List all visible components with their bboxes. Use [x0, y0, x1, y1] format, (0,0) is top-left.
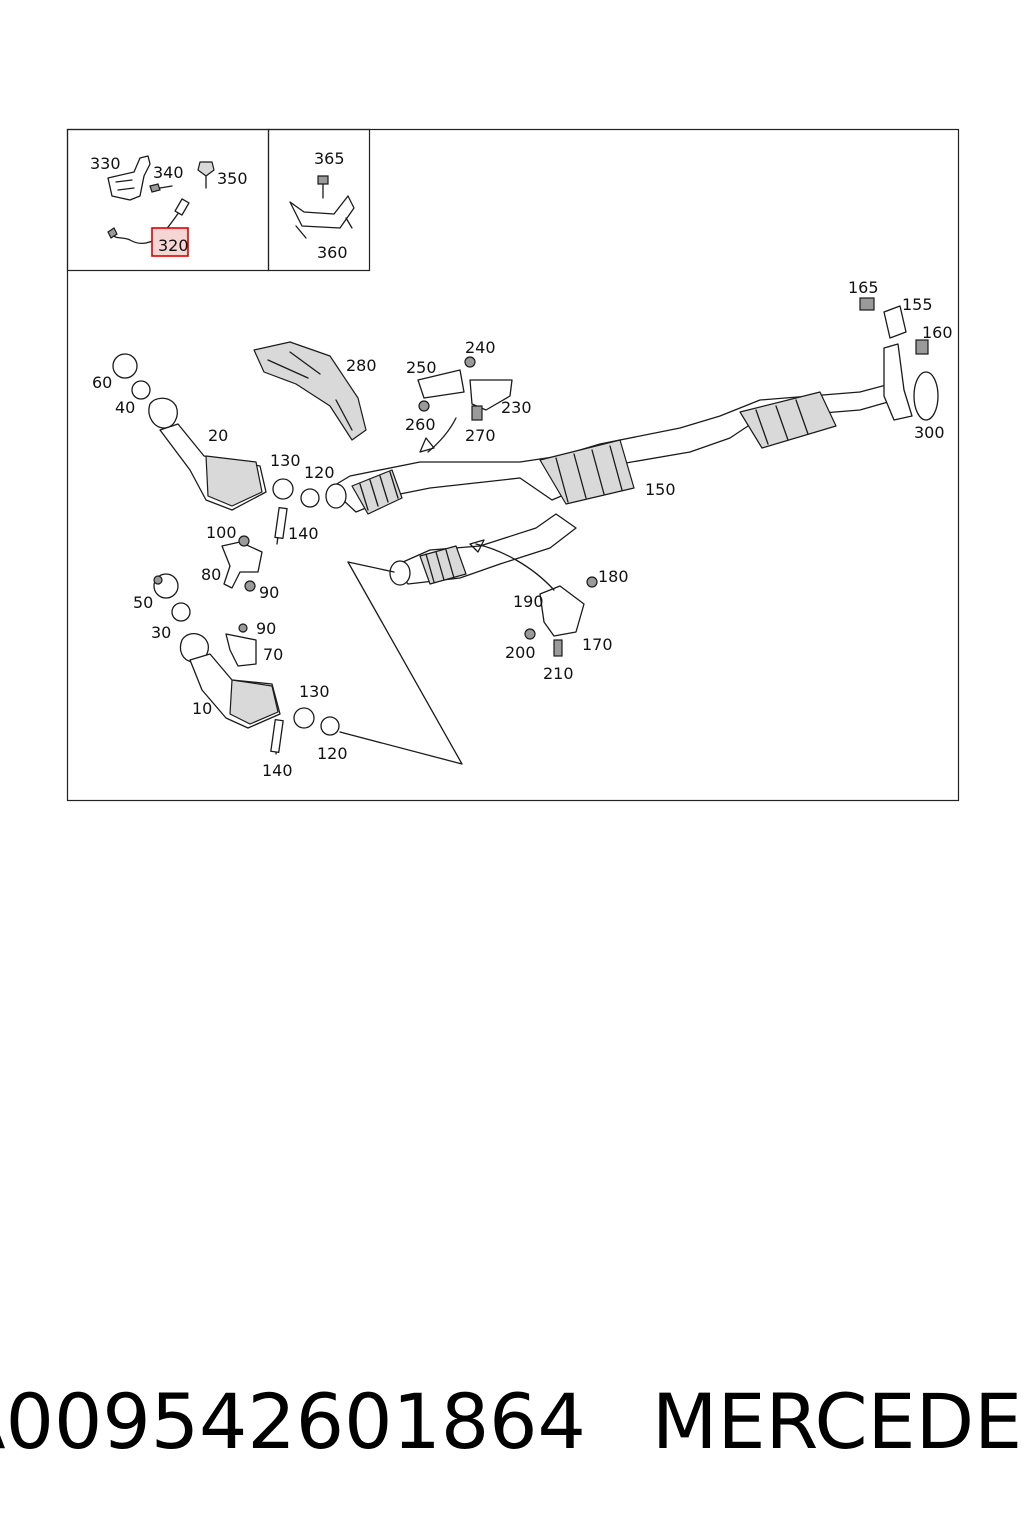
label-360: 360	[317, 243, 348, 262]
callout-80: 80	[201, 565, 221, 584]
label-330: 330	[90, 154, 121, 173]
callout-60: 60	[92, 373, 112, 392]
inset-right-parts	[289, 175, 355, 239]
callout-130-upper: 130	[270, 451, 301, 470]
brand-name: MERCEDES	[651, 1377, 1024, 1466]
labels: 330 340 350 320 365 360 165 155 160 300 …	[90, 149, 953, 780]
callout-280: 280	[346, 356, 377, 375]
callout-260: 260	[405, 415, 436, 434]
callout-210: 210	[543, 664, 574, 683]
callout-165: 165	[848, 278, 879, 297]
inset-right-frame	[267, 128, 371, 272]
arrows-and-leaders	[339, 417, 555, 765]
callout-150: 150	[645, 480, 676, 499]
callout-120-upper: 120	[304, 463, 335, 482]
callout-20: 20	[208, 426, 228, 445]
callout-230: 230	[501, 398, 532, 417]
callout-70: 70	[263, 645, 283, 664]
part-number: A009542601864	[0, 1377, 586, 1466]
label-365: 365	[314, 149, 345, 168]
exhaust-assembly	[112, 297, 939, 755]
callout-120-lower: 120	[317, 744, 348, 763]
callout-190: 190	[513, 592, 544, 611]
callout-170: 170	[582, 635, 613, 654]
callout-50: 50	[133, 593, 153, 612]
callout-250: 250	[406, 358, 437, 377]
label-340: 340	[153, 163, 184, 182]
callout-155: 155	[902, 295, 933, 314]
label-320: 320	[158, 236, 189, 255]
callout-30: 30	[151, 623, 171, 642]
callout-180: 180	[598, 567, 629, 586]
callout-240: 240	[465, 338, 496, 357]
callout-100: 100	[206, 523, 237, 542]
inset-left-parts	[107, 155, 215, 245]
callout-270: 270	[465, 426, 496, 445]
highlight-box-320	[151, 227, 189, 257]
callout-90-upper: 90	[259, 583, 279, 602]
callout-200: 200	[505, 643, 536, 662]
callout-130-lower: 130	[299, 682, 330, 701]
callout-90-lower: 90	[256, 619, 276, 638]
label-350: 350	[217, 169, 248, 188]
callout-140-lower: 140	[262, 761, 293, 780]
caption: A009542601864 MERCEDES	[0, 1372, 1024, 1472]
callout-140-upper: 140	[288, 524, 319, 543]
callout-40: 40	[115, 398, 135, 417]
callout-10: 10	[192, 699, 212, 718]
callout-160: 160	[922, 323, 953, 342]
exhaust-parts-diagram: 330 340 350 320 365 360 165 155 160 300 …	[66, 128, 960, 802]
diagram-frame	[66, 128, 960, 802]
callout-300: 300	[914, 423, 945, 442]
